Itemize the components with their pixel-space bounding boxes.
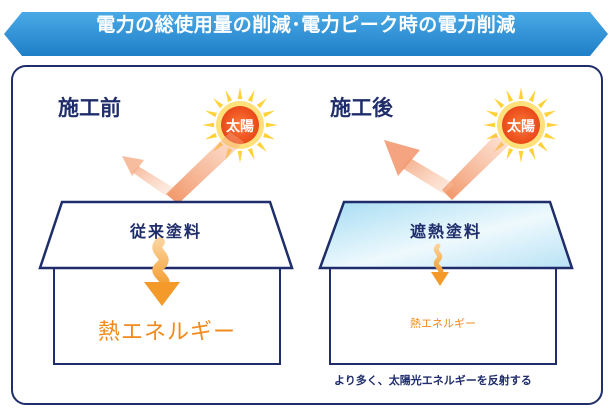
roof-label-heat-shield: 遮熱塗料: [409, 222, 482, 241]
incoming-sunlight-arrow-right: [442, 134, 508, 200]
sun-ray: [544, 110, 557, 118]
sun-ray: [528, 148, 536, 161]
sun-ray: [256, 98, 267, 109]
before-heading: 施工前: [58, 96, 121, 120]
roof-heat-shield-paint: [318, 200, 574, 270]
house-body-right: [329, 267, 557, 365]
heat-energy-label-large: 熱エネルギー: [97, 320, 236, 345]
sun-ray: [528, 89, 536, 102]
sun-ray: [247, 89, 255, 102]
sun-ray: [544, 132, 557, 140]
sun-ray: [485, 110, 498, 118]
sun-ray: [256, 141, 267, 152]
roof-label-conventional: 従来塗料: [129, 222, 202, 241]
sun-ray: [225, 89, 233, 102]
sun-ray: [506, 148, 514, 161]
roof-conventional-paint: [38, 200, 294, 270]
sun-ray: [537, 141, 548, 152]
incoming-sunlight-arrow-left: [166, 132, 244, 204]
sun-ray: [202, 122, 215, 128]
sun-core: [502, 106, 540, 144]
sun-ray: [485, 132, 498, 140]
sun-ray: [204, 132, 217, 140]
sun-ray: [237, 150, 243, 163]
reflection-caption: より多く、太陽光エネルギーを反射する: [334, 374, 532, 387]
sun-ray: [494, 98, 505, 109]
sun-ray: [518, 150, 524, 163]
sun-ray: [247, 148, 255, 161]
sun-ray: [237, 87, 243, 100]
sun-ray: [537, 98, 548, 109]
sun-ray: [265, 122, 278, 128]
sun-ray: [506, 89, 514, 102]
sun-ray: [518, 87, 524, 100]
sun-label-right: 太陽: [507, 119, 535, 135]
heat-arrow-icon-left: [144, 237, 180, 306]
sun-ray: [213, 98, 224, 109]
sun-icon: [483, 87, 559, 163]
sun-ray: [204, 110, 217, 118]
sun-ray: [483, 122, 496, 128]
sun-ray: [263, 110, 276, 118]
sun-ray: [546, 122, 559, 128]
heat-arrow-icon-right: [431, 243, 449, 286]
heat-energy-label-small: 熱エネルギー: [410, 317, 476, 330]
sun-label-left: 太陽: [226, 119, 254, 135]
reflection-arrow-icon-right: [384, 140, 454, 194]
banner-title: 電力の総使用量の削減･電力ピーク時の電力削減: [96, 14, 516, 36]
after-heading: 施工後: [330, 96, 393, 120]
sun-ray: [263, 132, 276, 140]
title-banner: [4, 12, 608, 56]
reflection-arrow-icon-left: [122, 156, 174, 196]
